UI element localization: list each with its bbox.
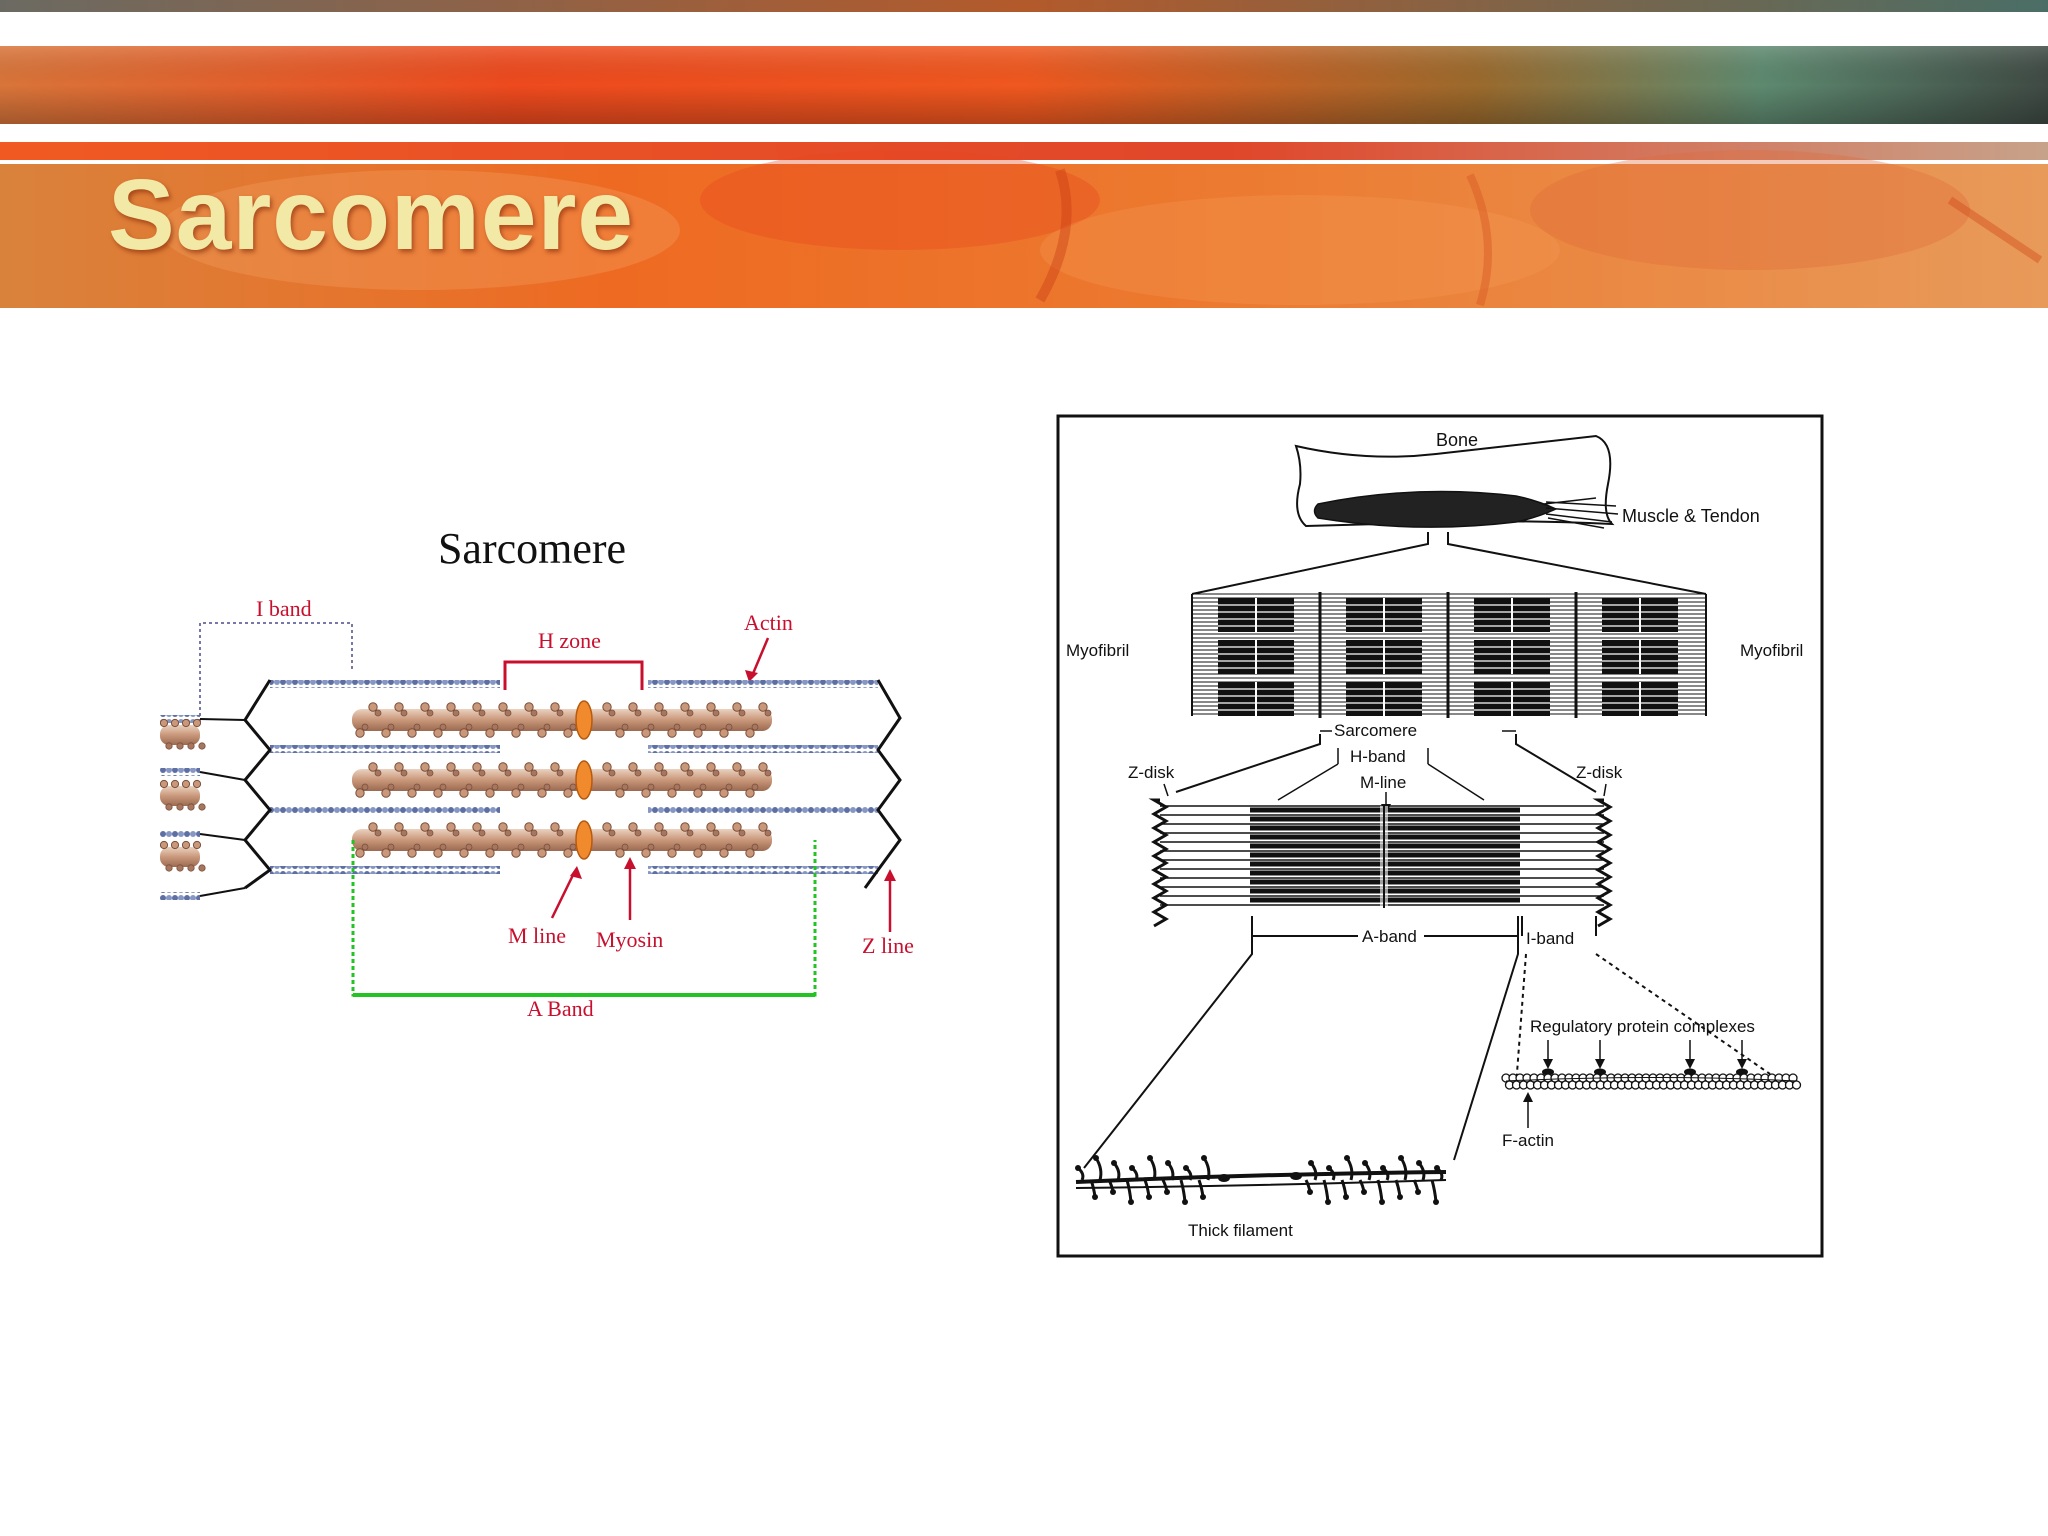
- m-line-discs: [575, 700, 593, 860]
- z-line-right: [863, 679, 902, 889]
- bone-label: Bone: [1436, 430, 1478, 450]
- z-line-label: Z line: [862, 933, 914, 958]
- regulatory-label: Regulatory protein complexes: [1530, 1017, 1755, 1036]
- thick-filament-label: Thick filament: [1188, 1221, 1293, 1240]
- header-banner: [0, 0, 2048, 308]
- m-line-arrow: [550, 872, 576, 919]
- a-band-label-right: A-band: [1362, 927, 1417, 946]
- myosin-label: Myosin: [596, 927, 663, 952]
- thick-filament-illustration: [1075, 1155, 1447, 1205]
- regulatory-arrows: [1542, 1040, 1748, 1076]
- i-band-label-right: I-band: [1526, 929, 1574, 948]
- f-actin-chain: [1501, 1073, 1802, 1090]
- myofibril-left-label: Myofibril: [1066, 641, 1129, 660]
- a-band-label: A Band: [527, 996, 594, 1021]
- f-actin-label: F-actin: [1502, 1131, 1554, 1150]
- sarcomere-filaments: [1148, 798, 1613, 928]
- muscle-hierarchy-diagram: Bone Muscle & Tendon Myofibril Myofibril…: [1056, 414, 1824, 1258]
- z-disk-left-label: Z-disk: [1128, 763, 1175, 782]
- m-line-label: M line: [508, 923, 566, 948]
- h-zone-label: H zone: [538, 628, 601, 653]
- left-diagram-title: Sarcomere: [438, 524, 626, 573]
- i-band-bracket: [199, 622, 353, 722]
- actin-label: Actin: [744, 610, 793, 635]
- myofibril-block: [1191, 592, 1707, 718]
- a-band-bracket: [351, 840, 817, 997]
- actin-arrow: [750, 637, 770, 677]
- h-band-label: H-band: [1350, 747, 1406, 766]
- muscle-tendon-label: Muscle & Tendon: [1622, 506, 1760, 526]
- h-zone-bracket: [503, 660, 644, 690]
- myosin-heads: [160, 702, 772, 872]
- z-disk-right-label: Z-disk: [1576, 763, 1623, 782]
- i-band-label: I band: [256, 596, 312, 621]
- slide-title: Sarcomere: [108, 159, 634, 271]
- actin-filaments: [160, 680, 878, 900]
- tendon: [1543, 497, 1619, 529]
- muscle-belly: [1313, 490, 1558, 528]
- sarcomere-illustration: Sarcomere I band H zone Actin: [160, 524, 914, 1021]
- z-line-left: [243, 679, 273, 890]
- m-line-label-right: M-line: [1360, 773, 1406, 792]
- myofibril-right-label: Myofibril: [1740, 641, 1803, 660]
- actin-arrowhead: [745, 670, 758, 682]
- sarcomere-label: Sarcomere: [1334, 721, 1417, 740]
- i-band-bracket-right: [1521, 916, 1597, 936]
